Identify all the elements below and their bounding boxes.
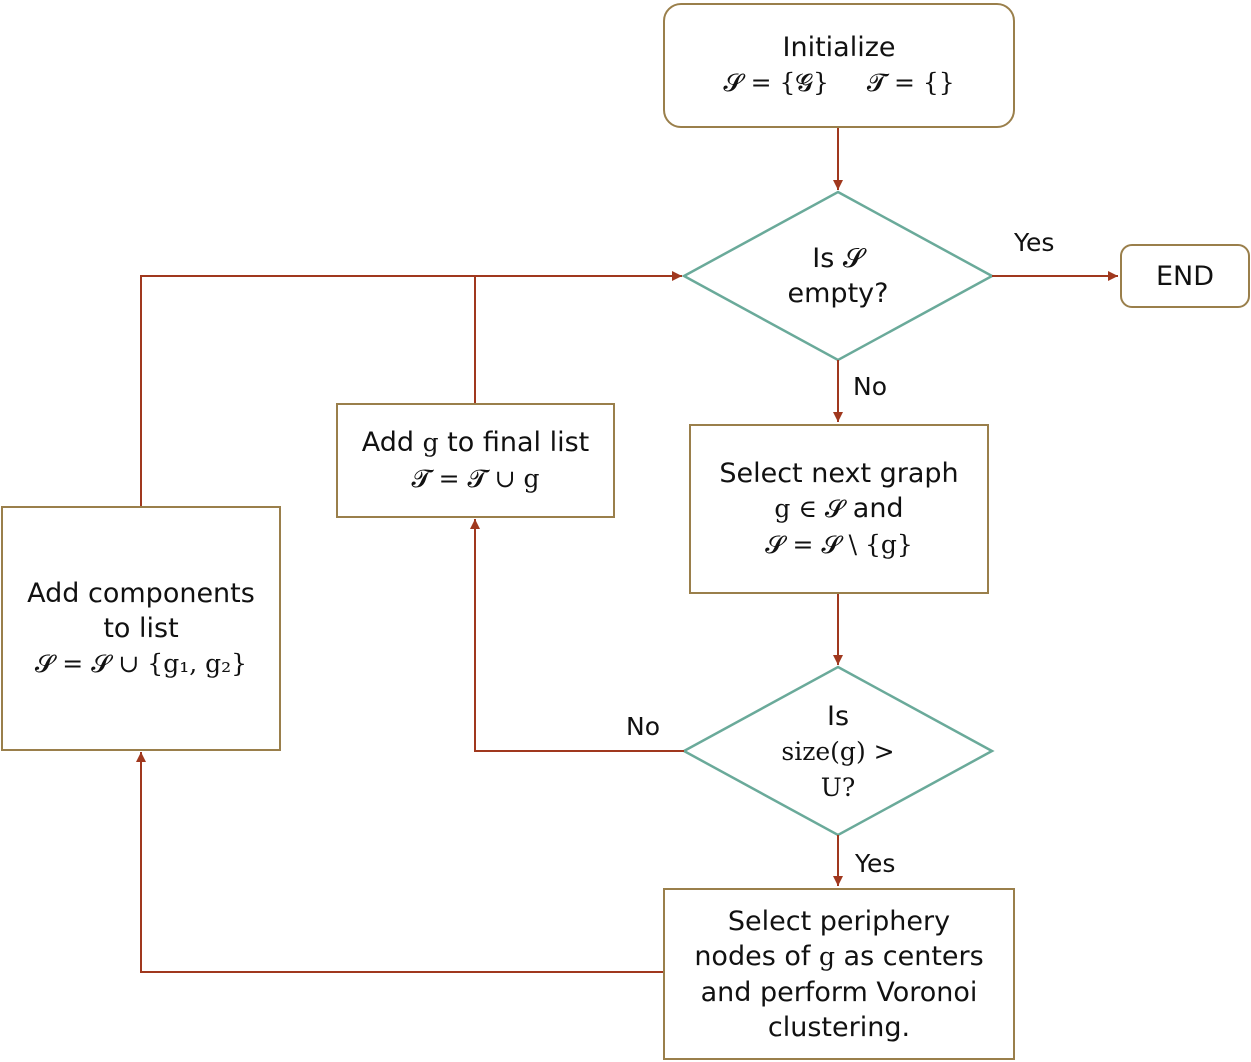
edge-label-empty-no: No xyxy=(853,372,887,401)
initialize-formula-s: 𝓢 = {𝓖} xyxy=(723,68,829,97)
select-next-line2: g ∈ 𝓢 and xyxy=(774,491,903,527)
select-next-line2-math: g ∈ 𝓢 xyxy=(774,493,845,523)
is-empty-diamond: Is 𝓢 empty? xyxy=(724,236,952,316)
add-final-box: Add g to final list 𝓣 = 𝓣 ∪ g xyxy=(336,403,615,518)
is-size-diamond: Is size(g) > U? xyxy=(734,700,942,804)
arrow-add-components-to-empty xyxy=(140,275,475,506)
select-periphery-line2-pre: nodes of xyxy=(694,940,819,972)
select-periphery-line2: nodes of g as centers xyxy=(694,939,983,975)
select-periphery-line4: clustering. xyxy=(767,1011,911,1043)
select-periphery-line2-post: as centers xyxy=(834,940,984,972)
arrow-periphery-to-add-components xyxy=(136,752,663,973)
select-periphery-line2-math: g xyxy=(818,941,835,971)
edge-label-size-yes: Yes xyxy=(855,849,896,878)
is-size-line3: U? xyxy=(820,772,856,802)
initialize-formula: 𝓢 = {𝓖} 𝓣 = {} xyxy=(723,65,954,101)
is-empty-line2: empty? xyxy=(787,278,889,309)
add-final-line1: Add g to final list xyxy=(362,425,590,461)
select-periphery-line3: and perform Voronoi xyxy=(700,976,978,1008)
add-final-line1-math: g xyxy=(422,427,439,457)
add-components-line3: 𝓢 = 𝓢 ∪ {g₁, g₂} xyxy=(34,648,248,678)
select-next-line2-text: and xyxy=(844,492,904,524)
initialize-title: Initialize xyxy=(782,32,896,63)
is-size-line2: size(g) > xyxy=(781,736,895,766)
edge-label-size-no: No xyxy=(626,712,660,741)
arrow-add-final-to-empty xyxy=(474,271,682,403)
select-next-line1: Select next graph xyxy=(719,457,959,489)
is-size-line1: Is xyxy=(826,700,850,732)
end-label: END xyxy=(1155,260,1215,292)
initialize-box: Initialize 𝓢 = {𝓖} 𝓣 = {} xyxy=(663,3,1015,128)
add-components-box: Add components to list 𝓢 = 𝓢 ∪ {g₁, g₂} xyxy=(1,506,281,751)
add-components-line1: Add components xyxy=(27,577,255,609)
select-periphery-box: Select periphery nodes of g as centers a… xyxy=(663,888,1015,1060)
select-next-box: Select next graph g ∈ 𝓢 and 𝓢 = 𝓢 \ {g} xyxy=(689,424,989,594)
add-components-line2: to list xyxy=(103,612,179,644)
arrow-size-to-add-final xyxy=(470,519,684,752)
add-final-line1-pre: Add xyxy=(361,426,423,458)
edge-label-empty-yes: Yes xyxy=(1014,228,1055,257)
initialize-formula-t: 𝓣 = {} xyxy=(866,68,955,97)
is-empty-line1: Is 𝓢 xyxy=(812,243,864,274)
select-next-line3: 𝓢 = 𝓢 \ {g} xyxy=(765,529,913,559)
add-final-line2: 𝓣 = 𝓣 ∪ g xyxy=(411,463,540,493)
end-box: END xyxy=(1120,244,1250,308)
add-final-line1-post: to final list xyxy=(438,426,590,458)
select-periphery-line1: Select periphery xyxy=(727,905,951,937)
